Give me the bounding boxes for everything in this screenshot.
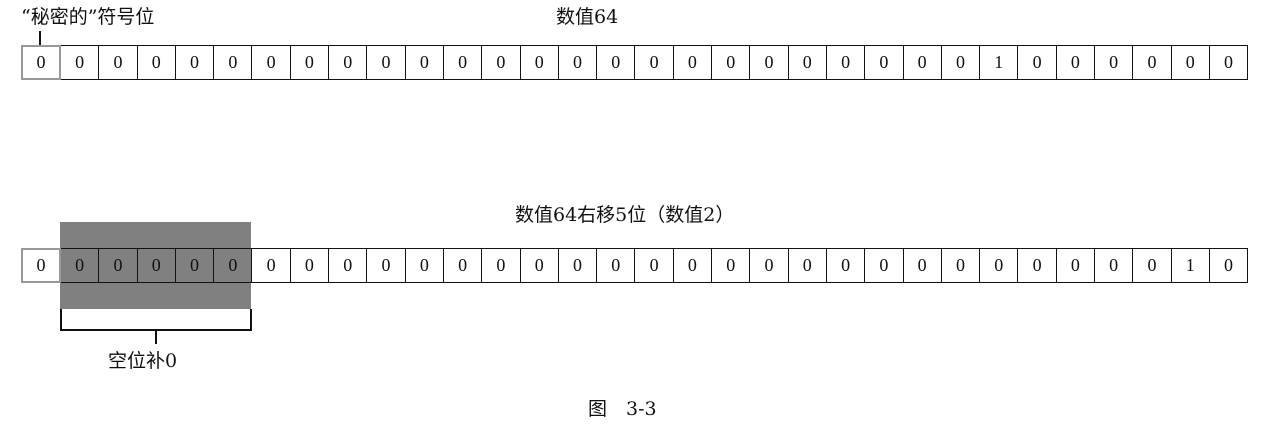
- bit-cell: 0: [442, 45, 483, 80]
- bit-cell: 0: [1094, 248, 1134, 283]
- bit-cell: 0: [60, 45, 100, 80]
- bit-cell: 0: [136, 248, 176, 283]
- bit-cell: 0: [251, 248, 291, 283]
- bit-cell: 0: [711, 45, 751, 80]
- bit-cell: 0: [404, 248, 444, 283]
- bit-cell: 0: [787, 45, 827, 80]
- bit-cell: 0: [174, 45, 215, 80]
- bit-cell: 0: [1170, 45, 1210, 80]
- bit-cell: 0: [596, 248, 636, 283]
- bit-cell: 0: [1208, 248, 1249, 283]
- bit-cell: 0: [787, 248, 827, 283]
- bit-cell: 0: [519, 45, 559, 80]
- bit-cell: 0: [98, 248, 138, 283]
- bracket-tick: [155, 331, 157, 344]
- bit-cell: 0: [557, 45, 598, 80]
- figure-caption: 图 3-3: [588, 398, 657, 420]
- bit-cell: 0: [519, 248, 559, 283]
- bit-cell: 1: [1170, 248, 1210, 283]
- bit-cell: 0: [366, 45, 406, 80]
- bit-cell: 0: [442, 248, 483, 283]
- bit-cell: 0: [60, 248, 100, 283]
- bit-cell: 0: [979, 248, 1019, 283]
- bit-cell: 1: [979, 45, 1019, 80]
- bit-cell: 0: [1132, 248, 1172, 283]
- bit-cell: 0: [174, 248, 215, 283]
- bit-cell: 0: [98, 45, 138, 80]
- row1-title: 数值64: [556, 6, 619, 28]
- bit-cell: 0: [1017, 45, 1057, 80]
- bit-cell: 0: [825, 248, 866, 283]
- bit-cell: 0: [940, 45, 981, 80]
- row2-title: 数值64右移5位（数值2）: [515, 204, 735, 226]
- sign-bit-pointer: [39, 31, 41, 45]
- bit-cell: 0: [557, 248, 598, 283]
- sign-bit-cell: 0: [21, 248, 61, 283]
- bit-cell: 0: [864, 45, 904, 80]
- bracket-bottom: [60, 329, 252, 331]
- sign-bit-label: “秘密的”符号位: [21, 6, 155, 28]
- bit-cell: 0: [366, 248, 406, 283]
- bit-cell: 0: [596, 45, 636, 80]
- bit-cell: 0: [481, 248, 521, 283]
- bit-cell: 0: [749, 45, 789, 80]
- bit-cell: 0: [213, 45, 253, 80]
- bit-cell: 0: [711, 248, 751, 283]
- bit-cell: 0: [136, 45, 176, 80]
- bit-cell: 0: [481, 45, 521, 80]
- bit-cell: 0: [1055, 45, 1096, 80]
- bit-cell: 0: [404, 45, 444, 80]
- bit-cell: 0: [634, 45, 674, 80]
- sign-bit-cell: 0: [21, 45, 61, 80]
- bit-cell: 0: [251, 45, 291, 80]
- shifted-in-highlight: [60, 222, 251, 309]
- bit-cell: 0: [940, 248, 981, 283]
- bit-cell: 0: [902, 248, 942, 283]
- bracket-right: [250, 309, 252, 331]
- bit-cell: 0: [749, 248, 789, 283]
- bit-cell: 0: [1208, 45, 1249, 80]
- bit-cell: 0: [1094, 45, 1134, 80]
- bit-cell: 0: [213, 248, 253, 283]
- bit-cell: 0: [825, 45, 866, 80]
- bit-cell: 0: [672, 45, 713, 80]
- bit-cell: 0: [328, 248, 368, 283]
- bracket-left: [60, 309, 62, 331]
- bit-cell: 0: [1132, 45, 1172, 80]
- bit-cell: 0: [864, 248, 904, 283]
- bit-cell: 0: [634, 248, 674, 283]
- bit-cell: 0: [672, 248, 713, 283]
- fill-zero-label: 空位补0: [108, 350, 178, 372]
- bit-cell: 0: [289, 248, 330, 283]
- bit-cell: 0: [1055, 248, 1096, 283]
- bit-cell: 0: [902, 45, 942, 80]
- bit-cell: 0: [1017, 248, 1057, 283]
- bit-cell: 0: [328, 45, 368, 80]
- bit-cell: 0: [289, 45, 330, 80]
